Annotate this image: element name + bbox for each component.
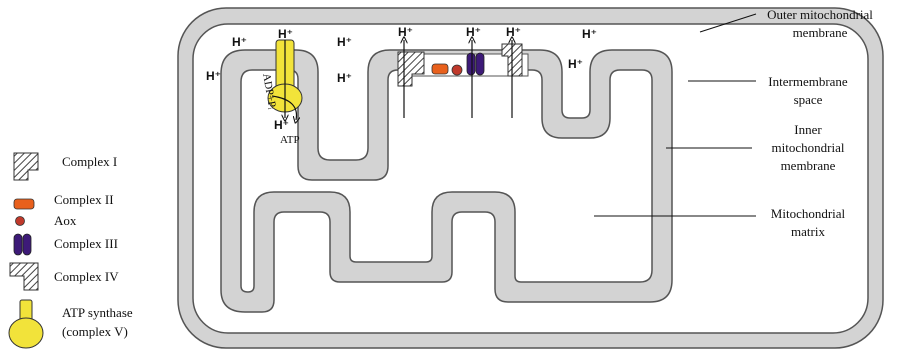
legend: Complex I Complex II Aox Complex III Com… [9,153,133,348]
legend-complex2-icon [14,199,34,209]
legend-complex1-label: Complex I [62,154,117,169]
proton-label: H⁺ [232,35,247,49]
aox-shape [452,65,462,75]
legend-complex1-icon [14,153,38,180]
proton-label: H⁺ [398,25,413,39]
svg-text:Inner: Inner [794,122,822,137]
svg-text:membrane: membrane [781,158,836,173]
proton-label: H⁺ [274,118,289,132]
legend-complex3-icon-right [23,234,31,255]
legend-atp-synthase-label-2: (complex V) [62,324,128,339]
svg-text:mitochondrial: mitochondrial [772,140,845,155]
legend-atp-synthase-label-1: ATP synthase [62,305,133,320]
proton-label: H⁺ [582,27,597,41]
legend-atp-synthase-icon [9,300,43,348]
legend-complex3-icon-left [14,234,22,255]
svg-text:Intermembrane: Intermembrane [768,74,848,89]
proton-label: H⁺ [337,71,352,85]
proton-label: H⁺ [568,57,583,71]
complex3-shape-right [476,53,484,75]
atp-label: ATP [280,134,300,146]
proton-label: H⁺ [278,27,293,41]
svg-text:Outer mitochondrial: Outer mitochondrial [767,7,873,22]
legend-complex4-icon [10,263,38,290]
proton-label: H⁺ [466,25,481,39]
svg-text:space: space [794,92,823,107]
legend-aox-label: Aox [54,213,77,228]
svg-text:Mitochondrial: Mitochondrial [771,206,846,221]
complex3-shape-left [467,53,475,75]
svg-text:matrix: matrix [791,224,825,239]
complex2-shape [432,64,448,74]
proton-label: H⁺ [206,69,221,83]
legend-complex4-label: Complex IV [54,269,119,284]
proton-label: H⁺ [337,35,352,49]
legend-complex3-label: Complex III [54,236,118,251]
svg-text:membrane: membrane [793,25,848,40]
legend-aox-icon [16,217,25,226]
legend-complex2-label: Complex II [54,192,114,207]
proton-label: H⁺ [506,25,521,39]
